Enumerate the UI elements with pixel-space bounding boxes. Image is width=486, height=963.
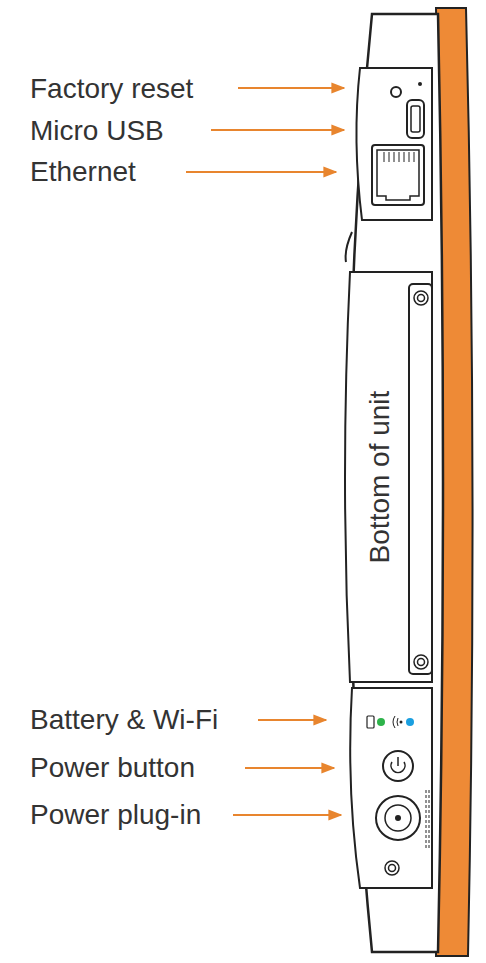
bottom-panel: Bottom of unit [352, 300, 408, 654]
part-label: Ethernet [30, 158, 136, 186]
part-label: Power button [30, 754, 195, 782]
panel-text: Bottom of unit [366, 391, 394, 564]
part-label: Battery & Wi-Fi [30, 706, 218, 734]
part-label: Factory reset [30, 75, 193, 103]
part-label: Power plug-in [30, 801, 201, 829]
part-label: Micro USB [30, 117, 164, 145]
